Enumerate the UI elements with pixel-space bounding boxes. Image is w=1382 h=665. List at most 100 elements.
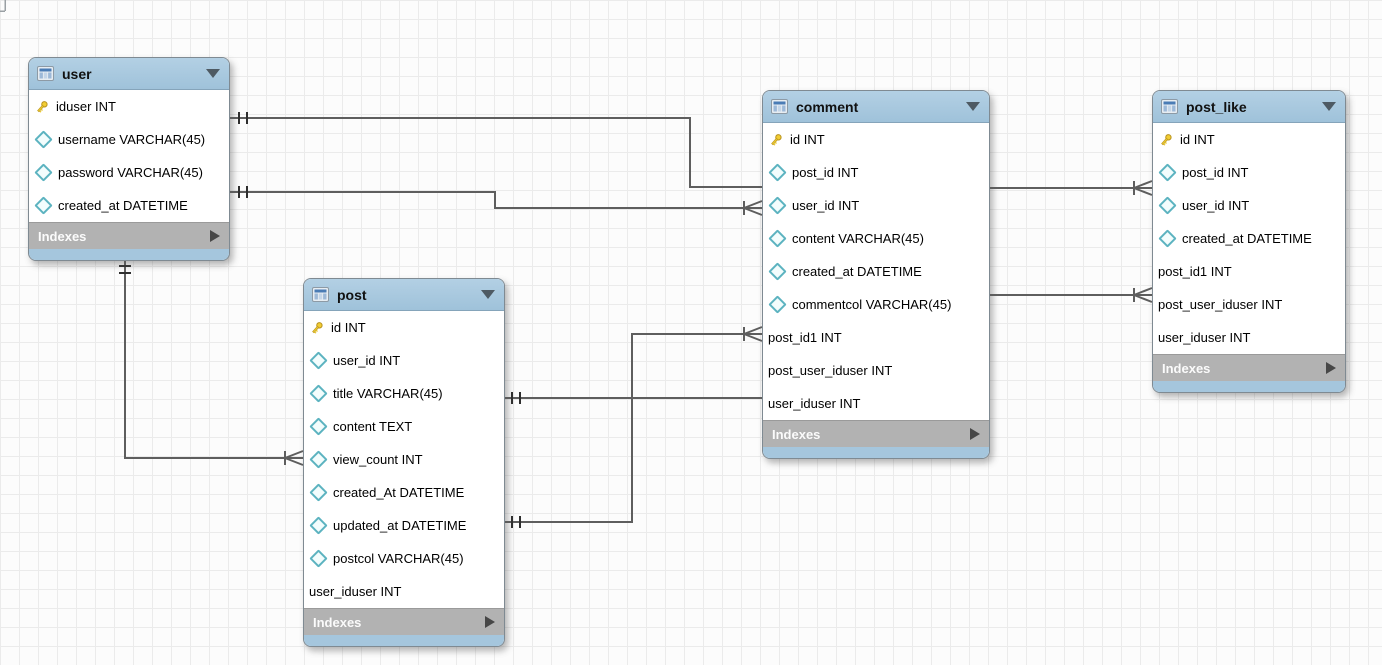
- column-diamond-icon: [34, 163, 53, 182]
- column-diamond-icon: [768, 229, 787, 248]
- column-row[interactable]: content VARCHAR(45): [763, 222, 989, 255]
- column-row[interactable]: id INT: [1153, 123, 1345, 156]
- column-label: postcol VARCHAR(45): [333, 551, 464, 566]
- column-row[interactable]: post_id INT: [763, 156, 989, 189]
- column-row[interactable]: post_user_iduser INT: [763, 354, 989, 387]
- column-row[interactable]: postcol VARCHAR(45): [304, 542, 504, 575]
- cardinality-one-ticks: [511, 392, 521, 404]
- column-label: username VARCHAR(45): [58, 132, 206, 147]
- connector-user-post[interactable]: [119, 258, 304, 466]
- indexes-label: Indexes: [1162, 360, 1211, 376]
- column-row[interactable]: user_id INT: [304, 344, 504, 377]
- column-row[interactable]: created_at DATETIME: [29, 189, 229, 222]
- column-label: created_at DATETIME: [1182, 231, 1312, 246]
- table-post-like[interactable]: post_like id INT post_id INT: [1152, 90, 1346, 393]
- table-user-header[interactable]: user: [29, 58, 229, 90]
- column-label: post_id1 INT: [1158, 264, 1232, 279]
- collapse-caret-icon[interactable]: [966, 102, 980, 111]
- column-diamond-icon: [309, 516, 328, 535]
- table-footer-bar: [29, 249, 229, 260]
- column-row[interactable]: user_iduser INT: [1153, 321, 1345, 354]
- column-row[interactable]: username VARCHAR(45): [29, 123, 229, 156]
- table-icon: [771, 99, 788, 114]
- expand-arrow-icon[interactable]: [210, 230, 220, 242]
- expand-arrow-icon[interactable]: [1326, 362, 1336, 374]
- crow-foot-icon: [743, 326, 763, 342]
- column-row[interactable]: post_user_iduser INT: [1153, 288, 1345, 321]
- collapse-caret-icon[interactable]: [206, 69, 220, 78]
- column-label: password VARCHAR(45): [58, 165, 203, 180]
- column-row[interactable]: created_at DATETIME: [763, 255, 989, 288]
- table-footer-bar: [1153, 381, 1345, 392]
- column-label: created_at DATETIME: [792, 264, 922, 279]
- indexes-label: Indexes: [313, 614, 362, 630]
- column-row[interactable]: user_id INT: [1153, 189, 1345, 222]
- column-label: updated_at DATETIME: [333, 518, 467, 533]
- column-row[interactable]: title VARCHAR(45): [304, 377, 504, 410]
- connector-post-comment-2[interactable]: [503, 326, 763, 528]
- column-diamond-icon: [309, 417, 328, 436]
- column-row[interactable]: updated_at DATETIME: [304, 509, 504, 542]
- connector-user-comment-2[interactable]: [228, 186, 763, 216]
- column-label: iduser INT: [56, 99, 116, 114]
- column-diamond-icon: [1158, 163, 1177, 182]
- table-user[interactable]: user iduser INT username VARCHAR(45): [28, 57, 230, 261]
- column-row[interactable]: post_id1 INT: [1153, 255, 1345, 288]
- table-comment-header[interactable]: comment: [763, 91, 989, 123]
- column-label: commentcol VARCHAR(45): [792, 297, 952, 312]
- table-post-header[interactable]: post: [304, 279, 504, 311]
- table-post[interactable]: post id INT user_id INT: [303, 278, 505, 647]
- indexes-bar[interactable]: Indexes: [304, 608, 504, 635]
- connector-comment-postlike-2[interactable]: [988, 287, 1153, 303]
- indexes-bar[interactable]: Indexes: [763, 420, 989, 447]
- column-label: title VARCHAR(45): [333, 386, 443, 401]
- column-row[interactable]: user_iduser INT: [304, 575, 504, 608]
- table-icon: [37, 66, 54, 81]
- expand-arrow-icon[interactable]: [485, 616, 495, 628]
- column-row[interactable]: post_id INT: [1153, 156, 1345, 189]
- column-row[interactable]: id INT: [304, 311, 504, 344]
- column-row[interactable]: content TEXT: [304, 410, 504, 443]
- column-row[interactable]: created_At DATETIME: [304, 476, 504, 509]
- indexes-bar[interactable]: Indexes: [1153, 354, 1345, 381]
- connector-user-comment-1[interactable]: [228, 112, 762, 188]
- column-diamond-icon: [768, 196, 787, 215]
- column-row[interactable]: post_id1 INT: [763, 321, 989, 354]
- column-diamond-icon: [309, 351, 328, 370]
- primary-key-icon: [37, 100, 48, 113]
- column-row[interactable]: user_iduser INT: [763, 387, 989, 420]
- column-row[interactable]: id INT: [763, 123, 989, 156]
- indexes-label: Indexes: [772, 426, 821, 442]
- connector-comment-postlike-1[interactable]: [988, 180, 1153, 196]
- table-footer-bar: [763, 447, 989, 458]
- canvas-page-corner: [0, 0, 6, 12]
- table-footer-bar: [304, 635, 504, 646]
- column-label: content TEXT: [333, 419, 413, 434]
- column-label: view_count INT: [333, 452, 423, 467]
- column-label: user_id INT: [333, 353, 401, 368]
- table-icon: [312, 287, 329, 302]
- column-label: post_id INT: [792, 165, 859, 180]
- column-row[interactable]: password VARCHAR(45): [29, 156, 229, 189]
- collapse-caret-icon[interactable]: [481, 290, 495, 299]
- column-label: created_At DATETIME: [333, 485, 465, 500]
- column-row[interactable]: created_at DATETIME: [1153, 222, 1345, 255]
- column-row[interactable]: view_count INT: [304, 443, 504, 476]
- cardinality-one-ticks: [238, 112, 248, 124]
- column-diamond-icon: [309, 483, 328, 502]
- column-label: content VARCHAR(45): [792, 231, 924, 246]
- crow-foot-icon: [1133, 287, 1153, 303]
- collapse-caret-icon[interactable]: [1322, 102, 1336, 111]
- expand-arrow-icon[interactable]: [970, 428, 980, 440]
- column-label: user_iduser INT: [1158, 330, 1251, 345]
- column-row[interactable]: commentcol VARCHAR(45): [763, 288, 989, 321]
- column-diamond-icon: [309, 549, 328, 568]
- table-comment[interactable]: comment id INT post_id INT: [762, 90, 990, 459]
- column-diamond-icon: [768, 163, 787, 182]
- column-row[interactable]: iduser INT: [29, 90, 229, 123]
- indexes-bar[interactable]: Indexes: [29, 222, 229, 249]
- column-row[interactable]: user_id INT: [763, 189, 989, 222]
- table-post-like-header[interactable]: post_like: [1153, 91, 1345, 123]
